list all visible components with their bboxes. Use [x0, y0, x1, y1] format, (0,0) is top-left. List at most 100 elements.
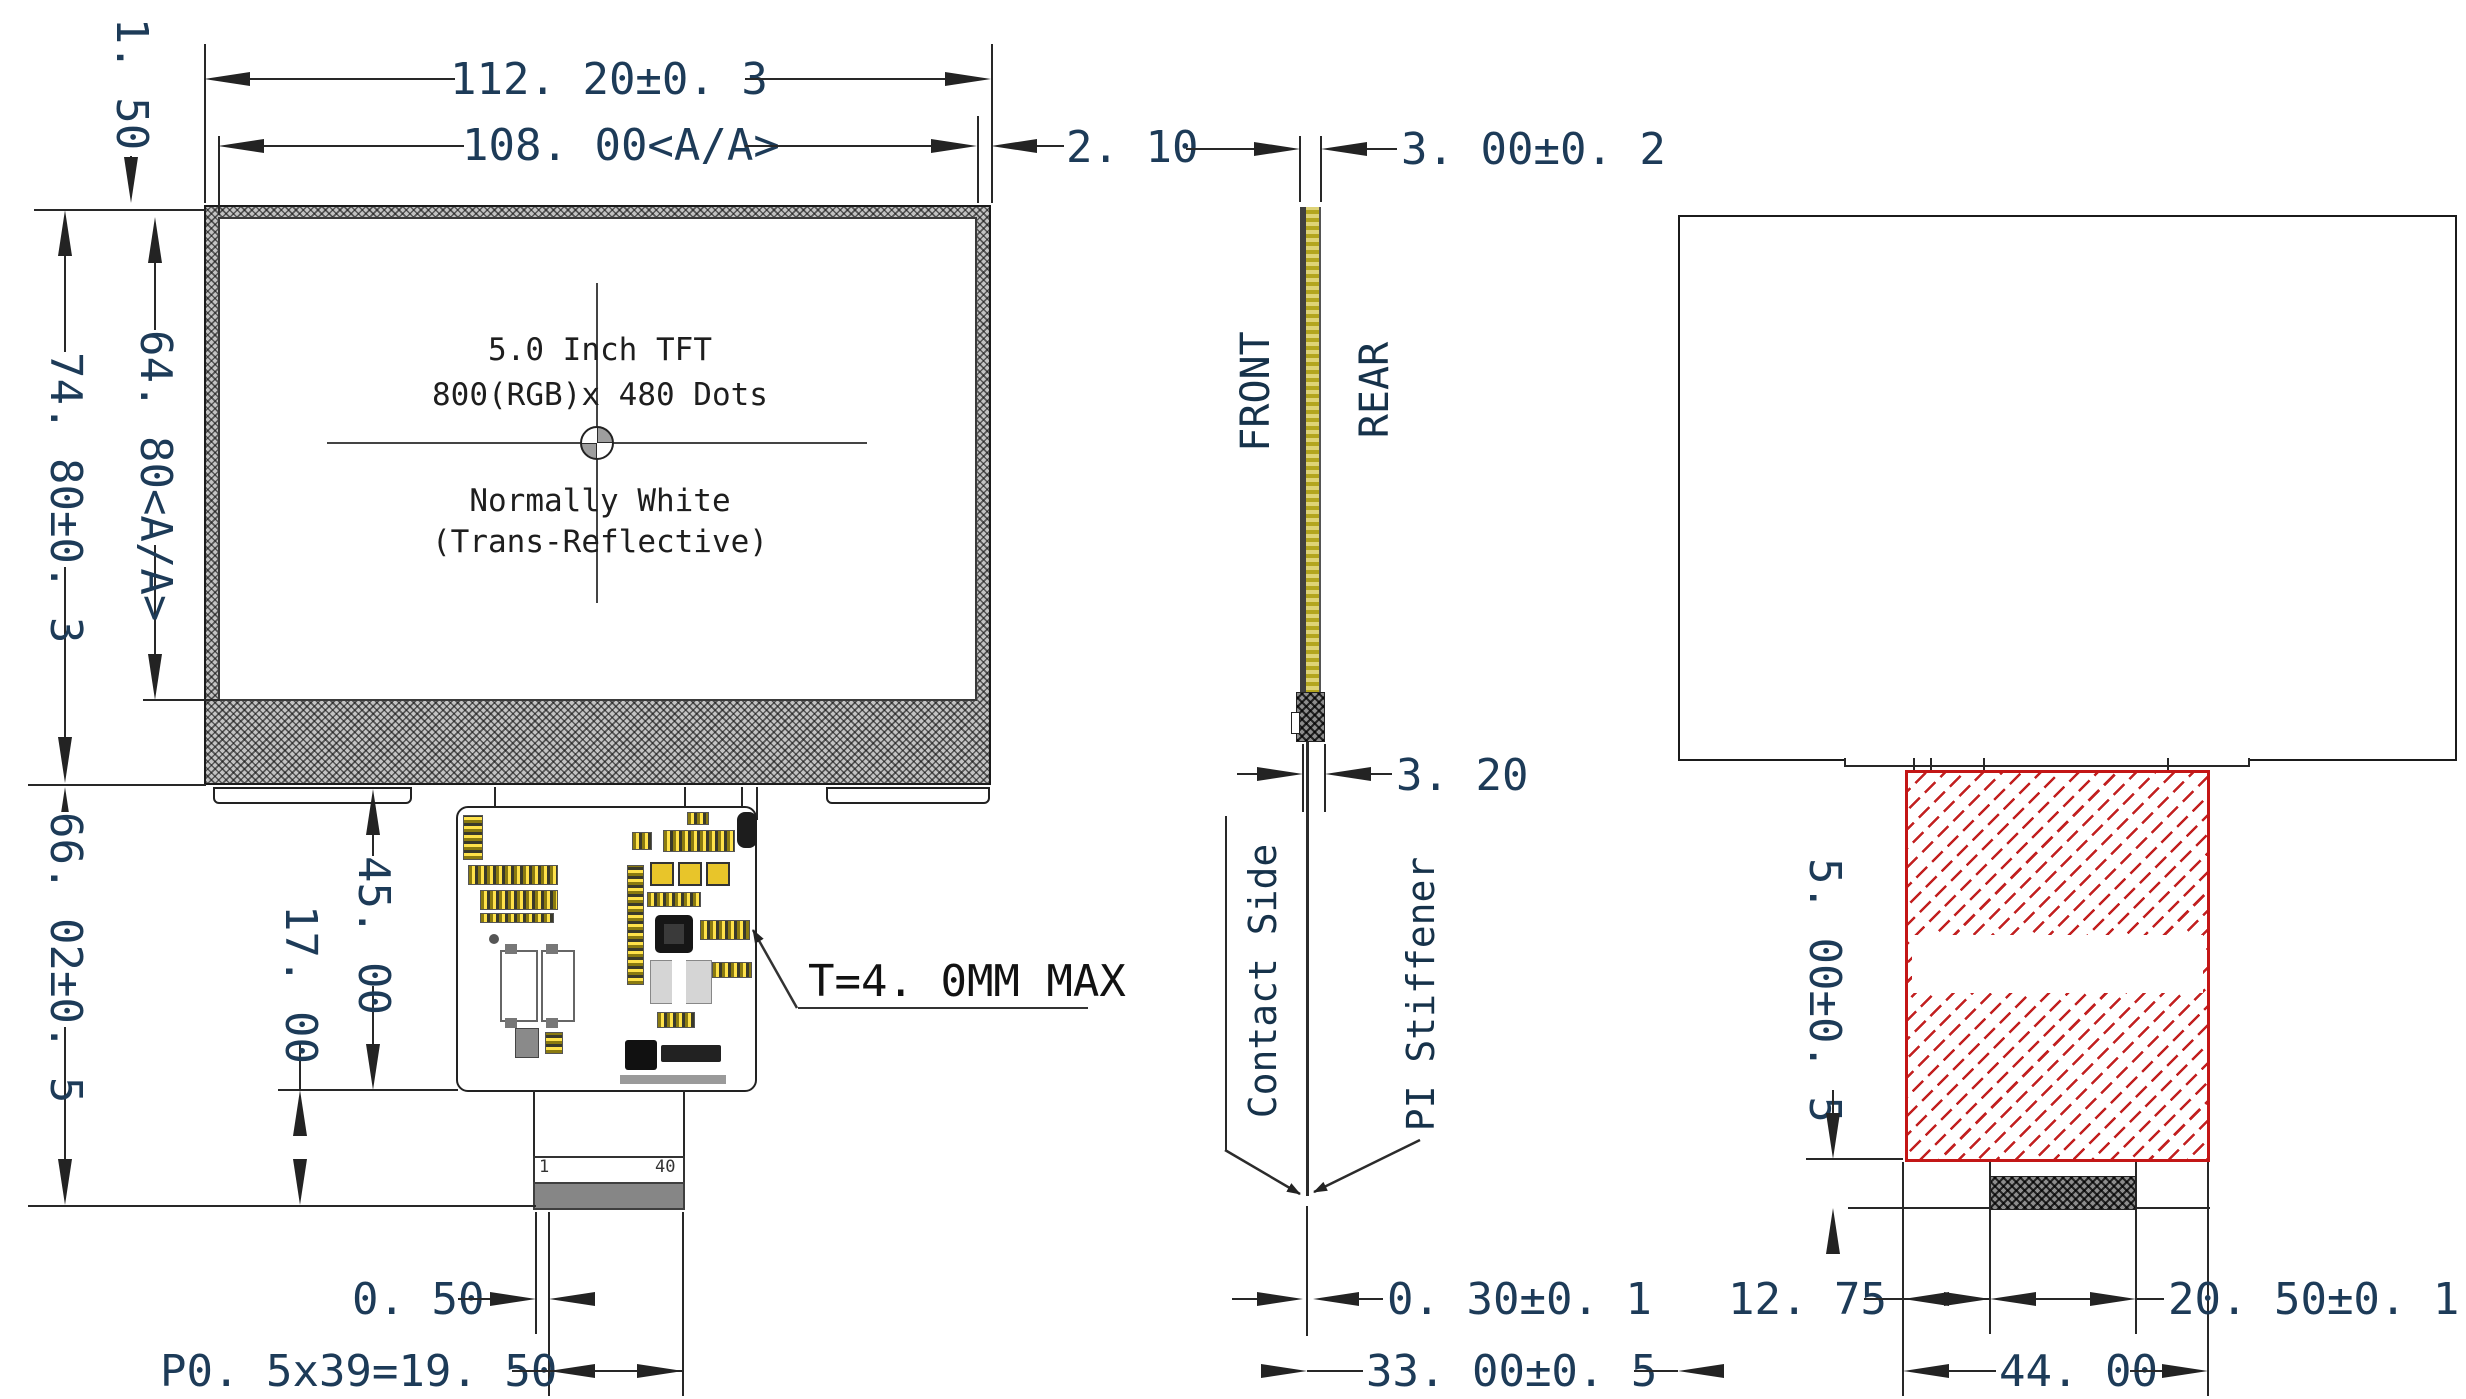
- arrowhead: [366, 789, 380, 835]
- dim-pin-offset: 0. 50: [352, 1274, 485, 1325]
- extension-line: [1320, 136, 1322, 202]
- arrowhead: [945, 72, 991, 86]
- arrowhead: [218, 139, 264, 153]
- capacitor: [678, 862, 702, 886]
- arrowhead: [1257, 1292, 1303, 1306]
- pin-strip: [627, 865, 644, 985]
- arrowhead: [124, 157, 138, 203]
- extension-line: [278, 1089, 458, 1091]
- pin-header: [663, 830, 735, 852]
- arrowhead: [1321, 142, 1367, 156]
- contact-side-label: Contact Side: [1241, 792, 1285, 1170]
- pin-label-40: 40: [655, 1157, 676, 1177]
- fpc-neck-line: [756, 787, 758, 820]
- dimension-line: [1367, 148, 1397, 150]
- dim-stiffener-height: 5. 00±0. 5: [1799, 858, 1850, 1123]
- electrolytic-cap: [737, 812, 757, 848]
- dimension-line: [1359, 1298, 1383, 1300]
- dim-pin-pitch: P0. 5x39=19. 50: [160, 1346, 558, 1397]
- extension-line: [1302, 744, 1304, 812]
- module-tab: [505, 944, 517, 954]
- extension-line: [34, 209, 206, 211]
- arrowhead: [1903, 1292, 1949, 1306]
- leader-underline: [798, 1007, 1088, 1009]
- extension-line: [535, 1212, 537, 1334]
- pin-header: [463, 815, 483, 860]
- pin-header: [700, 920, 750, 940]
- rear-outline: [1678, 215, 2457, 761]
- screen-spec-line1: 5.0 Inch TFT: [488, 332, 712, 368]
- fpc-exit-line: [1913, 758, 1915, 772]
- dimension-line: [745, 145, 931, 147]
- arrowhead: [1826, 1208, 1840, 1254]
- arrowhead: [1313, 1292, 1359, 1306]
- logo-text-block: [661, 1045, 721, 1062]
- arrowhead: [58, 737, 72, 783]
- extension-line: [218, 136, 220, 215]
- component-stripe: [672, 960, 686, 1004]
- arrowhead: [293, 1159, 307, 1205]
- arrowhead: [1990, 1292, 2036, 1306]
- fpc-tail-line: [533, 1090, 535, 1158]
- extension-line: [28, 1205, 536, 1207]
- dimension-line: [1307, 1370, 1363, 1372]
- screen-spec-line3: Normally White: [469, 483, 731, 519]
- dim-tail-length-side: 33. 00±0. 5: [1366, 1346, 1658, 1397]
- fpc-exit-line: [1983, 758, 1985, 772]
- arrowhead: [2162, 1364, 2208, 1378]
- leader-line: [1225, 816, 1227, 1150]
- pin-header: [632, 832, 652, 850]
- arrowhead: [148, 217, 162, 263]
- step-line: [1844, 758, 1846, 767]
- screen-spec-line4: (Trans-Reflective): [432, 524, 768, 560]
- tail-end-line: [2134, 1207, 2210, 1209]
- arrowhead: [549, 1292, 595, 1306]
- backlight-module: [541, 950, 575, 1022]
- contact-pad-block: [1990, 1176, 2136, 1210]
- arrowhead: [931, 139, 977, 153]
- arrowhead: [991, 139, 1037, 153]
- dim-contact-thickness: 0. 30±0. 1: [1387, 1274, 1652, 1325]
- bezel-tab-left: [213, 787, 412, 804]
- connector-body: [533, 1182, 685, 1210]
- capacitor: [706, 862, 730, 886]
- dim-thickness: 3. 00±0. 2: [1401, 124, 1666, 175]
- dim-top-margin: 1. 50: [106, 14, 157, 154]
- dim-active-height: 64. 80<A/A>: [130, 330, 181, 622]
- dimension-line: [1232, 1298, 1258, 1300]
- extension-line: [977, 116, 979, 203]
- fpc-fold-component: [1296, 692, 1325, 742]
- dimension-line: [2136, 1298, 2164, 1300]
- fpc-tail-line: [683, 1090, 685, 1158]
- datum-target-icon: [580, 426, 614, 460]
- capacitor-row: [480, 913, 554, 923]
- extension-line: [991, 44, 993, 203]
- test-point: [489, 934, 499, 944]
- arrowhead: [1325, 767, 1371, 781]
- resistor: [687, 812, 709, 825]
- hatch-gap: [1912, 935, 2203, 993]
- extension-line: [143, 699, 220, 701]
- dimension-line: [264, 145, 464, 147]
- dim-module-length: 66. 02±0. 5: [40, 812, 91, 1104]
- fpc-fold-notch: [1291, 712, 1300, 734]
- arrowhead: [1254, 142, 1300, 156]
- arrowhead: [204, 72, 250, 86]
- tail-end-line: [1848, 1207, 1992, 1209]
- dim-outer-height: 74. 80±0. 3: [40, 352, 91, 644]
- dimension-line: [299, 1042, 301, 1090]
- module-tab: [546, 1018, 558, 1028]
- dim-pcb-length: 45. 00: [348, 856, 399, 1015]
- dimension-line: [2130, 1370, 2162, 1372]
- module-tab: [546, 944, 558, 954]
- extension-line: [1306, 1206, 1308, 1336]
- module-tab: [505, 1018, 517, 1028]
- dim-fpc-exit: 3. 20: [1396, 750, 1529, 801]
- pad-row: [647, 892, 701, 907]
- dimension-line: [512, 1370, 683, 1372]
- arrowhead: [293, 1090, 307, 1136]
- fpc-neck-line: [494, 787, 496, 808]
- extension-line: [1902, 1162, 1904, 1396]
- extension-line: [1299, 136, 1301, 202]
- fpc-neck-line: [741, 787, 743, 820]
